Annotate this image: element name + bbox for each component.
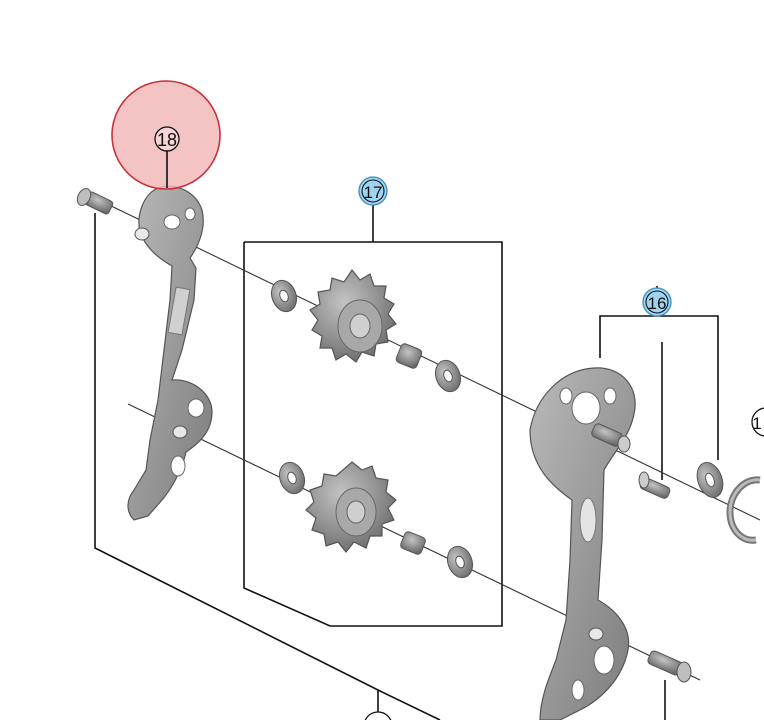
callout-17[interactable]: 17 xyxy=(358,176,388,206)
leader-lines xyxy=(94,205,719,720)
pivot-bolt-part xyxy=(76,187,114,215)
small-bolt-part xyxy=(638,471,671,499)
circlip-part xyxy=(726,476,761,544)
callout-16-label: 16 xyxy=(648,294,667,313)
callout-18[interactable]: 18 xyxy=(111,80,221,190)
callout-bottom-partial[interactable]: 19 xyxy=(364,711,392,720)
callout-right-partial[interactable]: 1 xyxy=(751,407,764,437)
callout-right-label: 1 xyxy=(752,414,761,433)
washer-part xyxy=(696,462,724,498)
lower-bolt-part xyxy=(647,650,692,683)
callout-18-label: 18 xyxy=(157,130,177,150)
callout-16[interactable]: 16 xyxy=(642,287,672,317)
callout-bottom-label: 19 xyxy=(369,718,388,720)
upper-pulley-set xyxy=(270,268,462,393)
inner-plate-part xyxy=(529,367,636,720)
lower-pulley-set xyxy=(278,461,474,579)
outer-plate-part xyxy=(127,185,213,521)
callout-17-label: 17 xyxy=(364,183,383,202)
